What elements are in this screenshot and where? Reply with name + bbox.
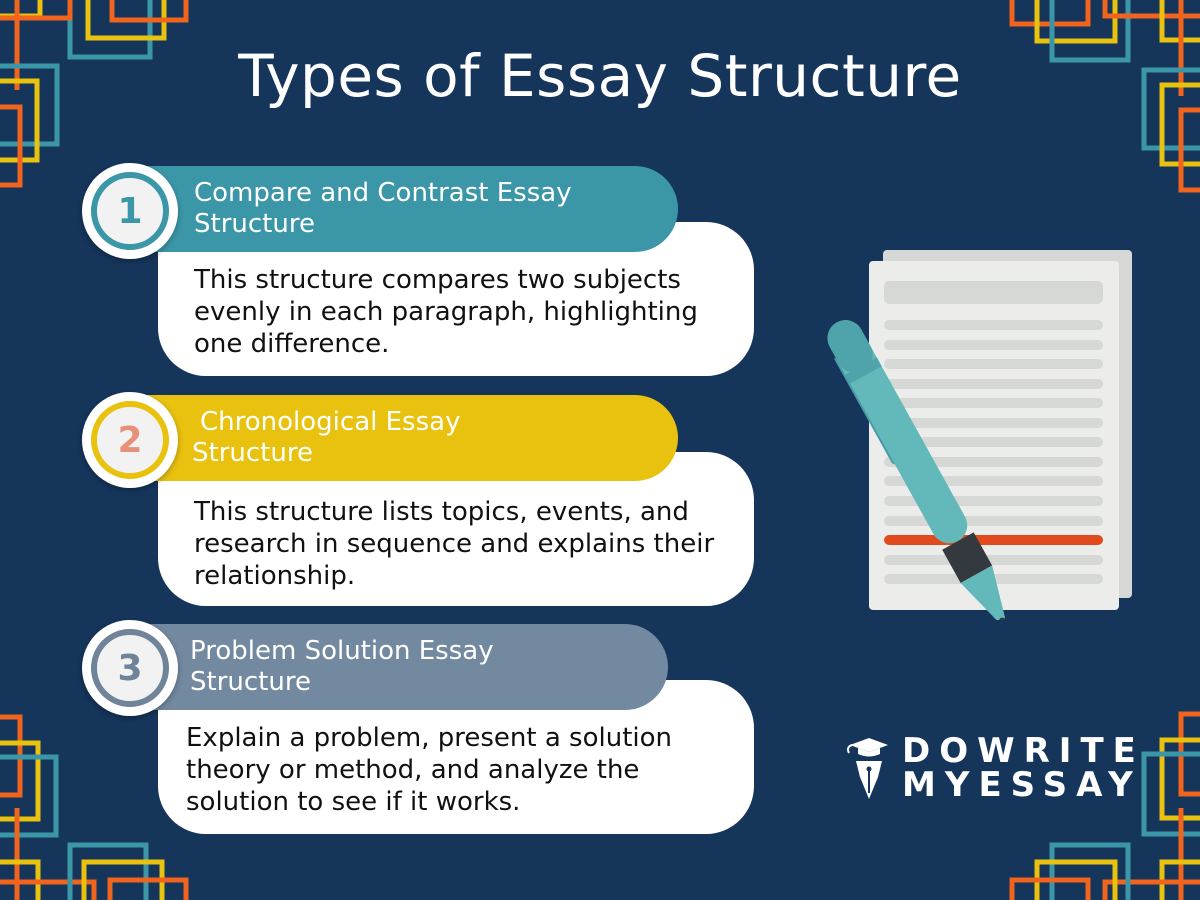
brand-name: DOWRITE MYESSAY [902, 734, 1145, 802]
pen-nib-graduation-cap-icon [847, 738, 888, 799]
heading-line-2: Structure [194, 209, 315, 239]
badge-number: 1 [117, 190, 143, 232]
heading-text: Chronological Essay Structure [192, 407, 460, 469]
badge-number: 3 [117, 647, 143, 689]
heading-text: Problem Solution Essay Structure [190, 636, 494, 698]
heading-banner: Problem Solution Essay Structure [130, 624, 668, 710]
heading-line-2: Structure [192, 438, 313, 468]
document-with-pen-icon [827, 250, 1132, 620]
description-text: This structure lists topics, events, and… [194, 497, 715, 591]
description-text: Explain a problem, present a solution th… [186, 723, 673, 817]
number-badge: 2 [82, 392, 178, 488]
heading-text: Compare and Contrast Essay Structure [194, 178, 572, 240]
heading-line-1: Chronological Essay [200, 407, 461, 437]
number-badge: 1 [82, 163, 178, 259]
heading-line-2: Structure [190, 667, 311, 697]
number-badge: 3 [82, 620, 178, 716]
heading-banner: Chronological Essay Structure [130, 395, 678, 481]
heading-line-1: Problem Solution Essay [190, 636, 494, 666]
page-title: Types of Essay Structure [238, 42, 962, 110]
description-text: This structure compares two subjects eve… [194, 265, 698, 359]
brand-logo: DOWRITE MYESSAY [846, 734, 1145, 802]
heading-line-1: Compare and Contrast Essay [194, 178, 572, 208]
brand-line-2: MYESSAY [902, 765, 1142, 805]
heading-banner: Compare and Contrast Essay Structure [130, 166, 678, 252]
badge-number: 2 [117, 419, 143, 461]
brand-line-1: DOWRITE [902, 731, 1145, 771]
